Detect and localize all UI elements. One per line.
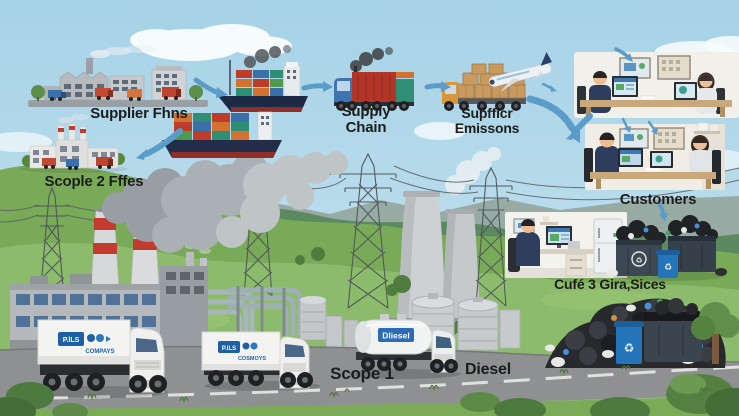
tanker-truck: Dliesel [349,314,461,379]
trash-bags [616,215,718,244]
office-worker [584,132,619,182]
arrow-small-4 [614,47,633,62]
dumpster-scene: ♻ ♻ [606,215,727,281]
arrow-office-to-office [566,113,593,140]
monitor [612,76,638,97]
tanker-label: Dliesel [378,328,414,342]
recycle-icon: ♻ [635,256,642,265]
supplier-factory [28,45,208,107]
smoke-plume [102,151,348,253]
bushes [0,374,739,416]
laptop [650,151,673,168]
dumpster: ♻ [616,240,662,276]
box-truck-2: P.lLS COSMOYS [201,331,320,391]
storage-tank [457,297,499,351]
svg-text:P.lLS: P.lLS [222,346,236,352]
label-supplier-emissions: Supfficr Emissons [454,105,520,136]
label-scope-2: Scople 2 Fffes [44,173,144,190]
box-truck-1: P.lLS COMPAYS [36,319,168,398]
home-office-scene [505,212,627,278]
truck2-logo: P.lLS COSMOYS [218,341,266,362]
grass-tufts [87,365,709,404]
containers [174,113,249,140]
cargo-ship-1 [218,45,308,112]
office-scene-customers [584,122,725,190]
arrow-small-1 [621,117,631,133]
svg-text:COSMOYS: COSMOYS [238,356,266,362]
svg-text:COMPAYS: COMPAYS [85,349,114,355]
truck1-logo: P.lLS COMPAYS [58,332,115,355]
arrow-small-2 [647,120,658,135]
label-diesel: Diesel [465,361,511,378]
office-scene-top [574,52,739,118]
tower-steam [445,147,501,195]
laptop [674,82,697,100]
supplier-trucks [48,87,181,101]
desktop-monitor [546,226,572,248]
waste-dumpster [644,298,702,362]
arrow-small-3 [541,82,557,92]
transmission-pylon-right [469,166,513,307]
container-truck [334,47,414,111]
recycle-bin-small: ♻ [656,250,680,278]
recycle-icon: ♻ [664,263,672,273]
svg-text:P.lLS: P.lLS [63,337,80,344]
dumpster [668,236,716,272]
tree [691,302,739,364]
label-customers: Customers [619,191,697,208]
arrow-ship-to-scope2 [136,128,183,160]
containers [236,70,283,96]
striped-mini-chimneys [57,114,89,143]
label-scope-1: Scope 1 [330,364,394,383]
mini-trucks [42,157,113,170]
arrow-truck-to-boxes [424,81,451,92]
arrow-customers-to-waste [658,203,668,222]
airplane-icon [488,52,553,93]
label-scope-3: Cufé 3 Gira,Sices [554,276,666,292]
recycle-icon: ♻ [624,341,635,355]
waste-pile: ♻ [545,298,726,368]
arrow-ship-to-truck [301,81,333,92]
cargo-ship-2 [162,111,282,158]
svg-text:Dliesel: Dliesel [382,331,409,341]
flow-arrows [136,47,668,222]
label-supply-chain: Supply Chain [341,103,391,136]
transmission-pylon-center [339,152,397,309]
arrow-supplier-to-ship [193,77,228,98]
refinery-pipes [228,286,359,349]
laptop [618,148,643,167]
grass-foreground [0,396,739,416]
office-worker [508,219,540,272]
recycle-bin: ♻ [614,321,644,364]
label-supplier-firms: Supplier Fhns [90,105,188,122]
scope2-factory [20,114,128,173]
